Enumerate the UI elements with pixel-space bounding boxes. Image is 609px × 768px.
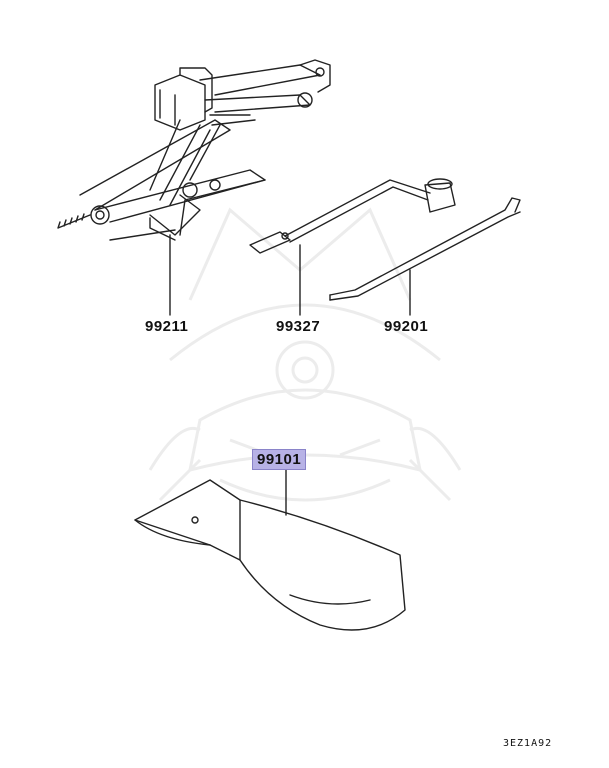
wrench-handle-drawing [249,178,456,254]
scissor-jack-drawing [57,59,331,241]
diagram-code: 3EZ1A92 [503,738,553,749]
part-number-99101[interactable]: 99101 [252,449,307,470]
part-number-99201[interactable]: 99201 [384,318,429,335]
jack-handle-rod-drawing [329,197,521,301]
part-number-99211[interactable]: 99211 [145,318,189,335]
part-number-99327[interactable]: 99327 [276,318,321,335]
tool-bag-drawing [134,479,406,631]
